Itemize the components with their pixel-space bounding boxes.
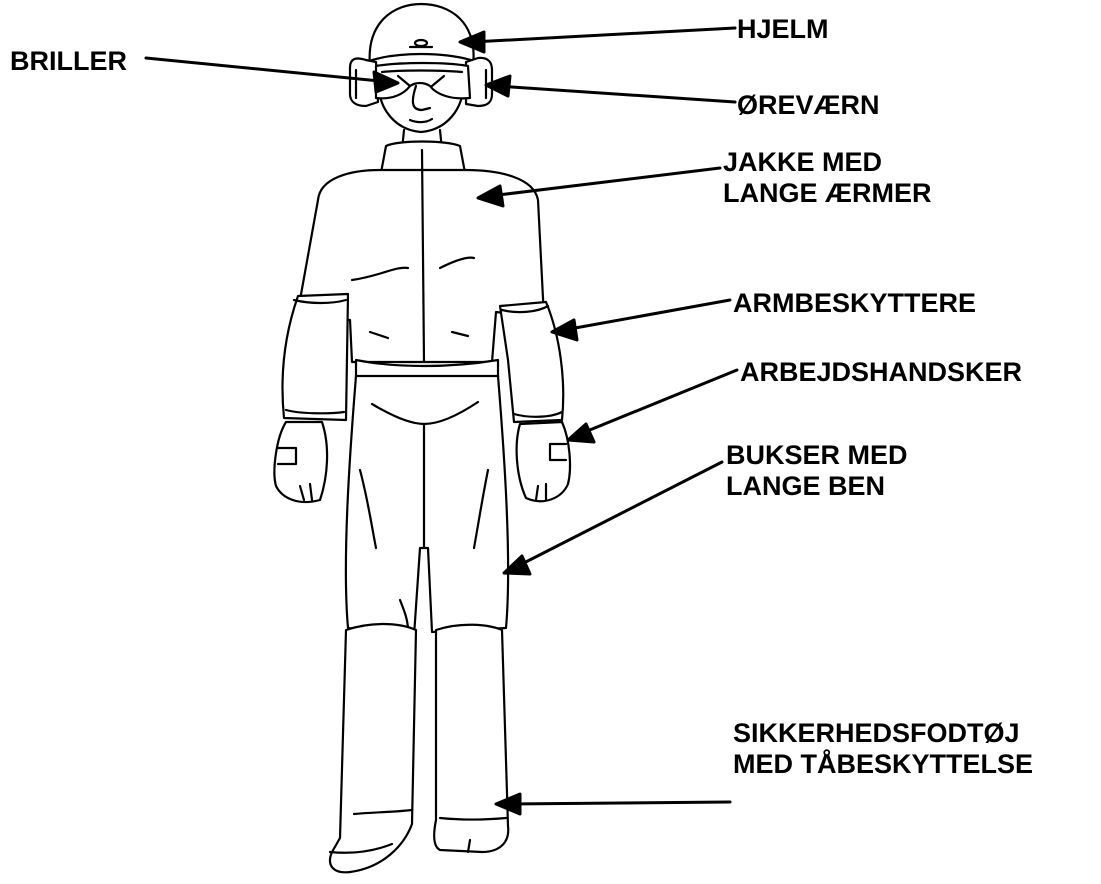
label-orevaern-text: ØREVÆRN (737, 90, 880, 121)
label-briller: BRILLER (10, 46, 127, 77)
boot-icon (330, 624, 508, 872)
arrow-arbejdshandsker (580, 370, 737, 434)
label-sikkerhedsfodtoj-line1: SIKKERHEDSFODTØJ (733, 718, 1033, 749)
label-bukser-line2: LANGE BEN (726, 471, 908, 502)
label-armbeskyttere-text: ARMBESKYTTERE (733, 288, 976, 319)
label-sikkerhedsfodtoj-line2: MED TÅBESKYTTELSE (733, 749, 1033, 780)
label-jakke: JAKKE MED LANGE ÆRMER (723, 147, 932, 209)
label-arbejdshandsker: ARBEJDSHANDSKER (740, 357, 1022, 388)
label-bukser-line1: BUKSER MED (726, 440, 908, 471)
label-jakke-line1: JAKKE MED (723, 147, 932, 178)
arrow-sikkerhedsfodtoj (508, 802, 730, 804)
label-jakke-line2: LANGE ÆRMER (723, 178, 932, 209)
label-hjelm-text: HJELM (737, 14, 829, 45)
label-bukser: BUKSER MED LANGE BEN (726, 440, 908, 502)
arrow-hjelm (472, 28, 735, 42)
label-arbejdshandsker-text: ARBEJDSHANDSKER (740, 357, 1022, 388)
label-armbeskyttere: ARMBESKYTTERE (733, 288, 976, 319)
label-orevaern: ØREVÆRN (737, 90, 880, 121)
arrow-orevaern (496, 86, 735, 102)
label-briller-text: BRILLER (10, 46, 127, 77)
arrow-armbeskyttere (564, 300, 730, 330)
helmet-icon (370, 4, 474, 66)
label-sikkerhedsfodtoj: SIKKERHEDSFODTØJ MED TÅBESKYTTELSE (733, 718, 1033, 780)
trousers-icon (346, 376, 508, 636)
label-hjelm: HJELM (737, 14, 829, 45)
